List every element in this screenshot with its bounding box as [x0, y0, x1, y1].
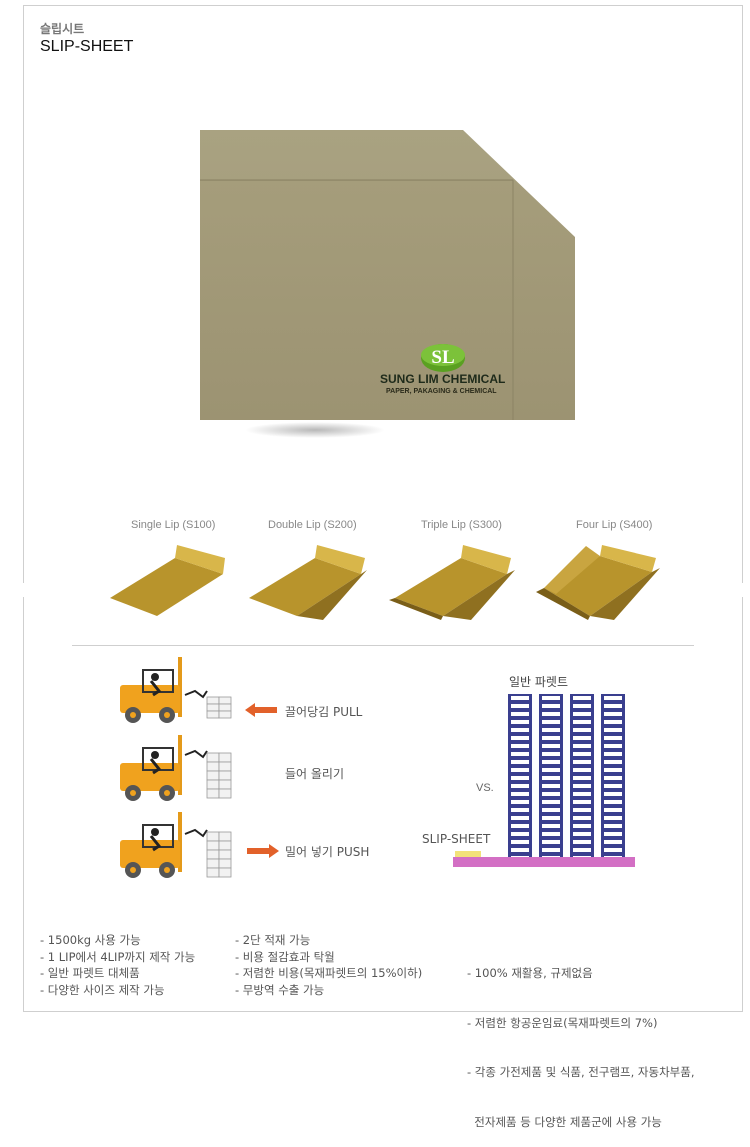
variant-label-four: Four Lip (S400): [576, 519, 653, 531]
operation-label-lift: 들어 올리기: [285, 767, 345, 781]
slip-sheet-base-image: [453, 851, 635, 867]
feature-item: - 비용 절감효과 탁월: [235, 949, 335, 964]
feature-item: - 일반 파렛트 대체품: [40, 966, 140, 980]
feature-item: - 1500kg 사용 가능: [40, 933, 141, 947]
forklift-pull-image: [120, 657, 232, 723]
double-lip-sheet-image: [249, 545, 367, 620]
logo-company-name: SUNG LIM CHEMICAL: [380, 372, 506, 386]
slip-sheet-label: SLIP-SHEET: [422, 832, 491, 846]
feature-item: - 저렴한 비용(목재파렛트의 15%이하): [235, 966, 423, 980]
feature-item: - 다양한 사이즈 제작 가능: [40, 982, 165, 997]
single-lip-sheet-image: [110, 545, 225, 616]
feature-list-3: - 100% 재활용, 규제없음 - 저렴한 항공운임료(목재파렛트의 7%) …: [467, 932, 695, 1147]
sung-lim-logo-icon: SL: [421, 344, 465, 372]
frame-gap-right: [739, 583, 745, 597]
logo-tagline: PAPER, PAKAGING & CHEMICAL: [386, 388, 497, 395]
vs-label: VS.: [476, 782, 494, 794]
feature-item: - 무방역 수출 가능: [235, 982, 325, 997]
feature-item: - 100% 재활용, 규제없음: [467, 966, 593, 980]
triple-lip-sheet-image: [389, 545, 515, 620]
svg-text:SL: SL: [431, 347, 454, 368]
left-arrow-icon: [245, 703, 277, 717]
comparison-title: 일반 파렛트: [509, 675, 569, 689]
content-frame: [23, 5, 743, 1012]
feature-item: - 저렴한 항공운임료(목재파렛트의 7%): [467, 1015, 658, 1030]
variant-label-double: Double Lip (S200): [268, 519, 357, 531]
right-arrow-icon: [247, 844, 279, 858]
forklift-lift-image: [120, 735, 232, 801]
wood-pallet-stack-image: [508, 694, 625, 858]
page-title-korean: 슬립시트: [40, 22, 85, 36]
variant-label-single: Single Lip (S100): [131, 519, 216, 531]
variant-label-triple: Triple Lip (S300): [421, 519, 502, 531]
feature-item: - 각종 가전제품 및 식품, 전구램프, 자동차부품,: [467, 1065, 695, 1079]
operation-label-pull: 끌어당김 PULL: [285, 705, 363, 719]
four-lip-sheet-image: [536, 545, 660, 620]
feature-item: - 2단 적재 가능: [235, 933, 311, 947]
feature-list-2: - 2단 적재 가능 - 비용 절감효과 탁월 - 저렴한 비용(목재파렛트의 …: [235, 932, 422, 998]
feature-list-1: - 1500kg 사용 가능 - 1 LIP에서 4LIP까지 제작 가능 - …: [40, 932, 195, 998]
feature-item: 전자제품 등 다양한 제품군에 사용 가능: [467, 1114, 662, 1129]
page-title: SLIP-SHEET: [40, 38, 134, 55]
operation-label-push: 밀어 넣기 PUSH: [285, 845, 370, 859]
feature-item: - 1 LIP에서 4LIP까지 제작 가능: [40, 949, 196, 964]
section-divider: [72, 645, 694, 646]
forklift-push-image: [120, 812, 232, 878]
frame-gap-left: [20, 583, 26, 597]
slip-sheet-hero-image: SL: [200, 130, 575, 438]
